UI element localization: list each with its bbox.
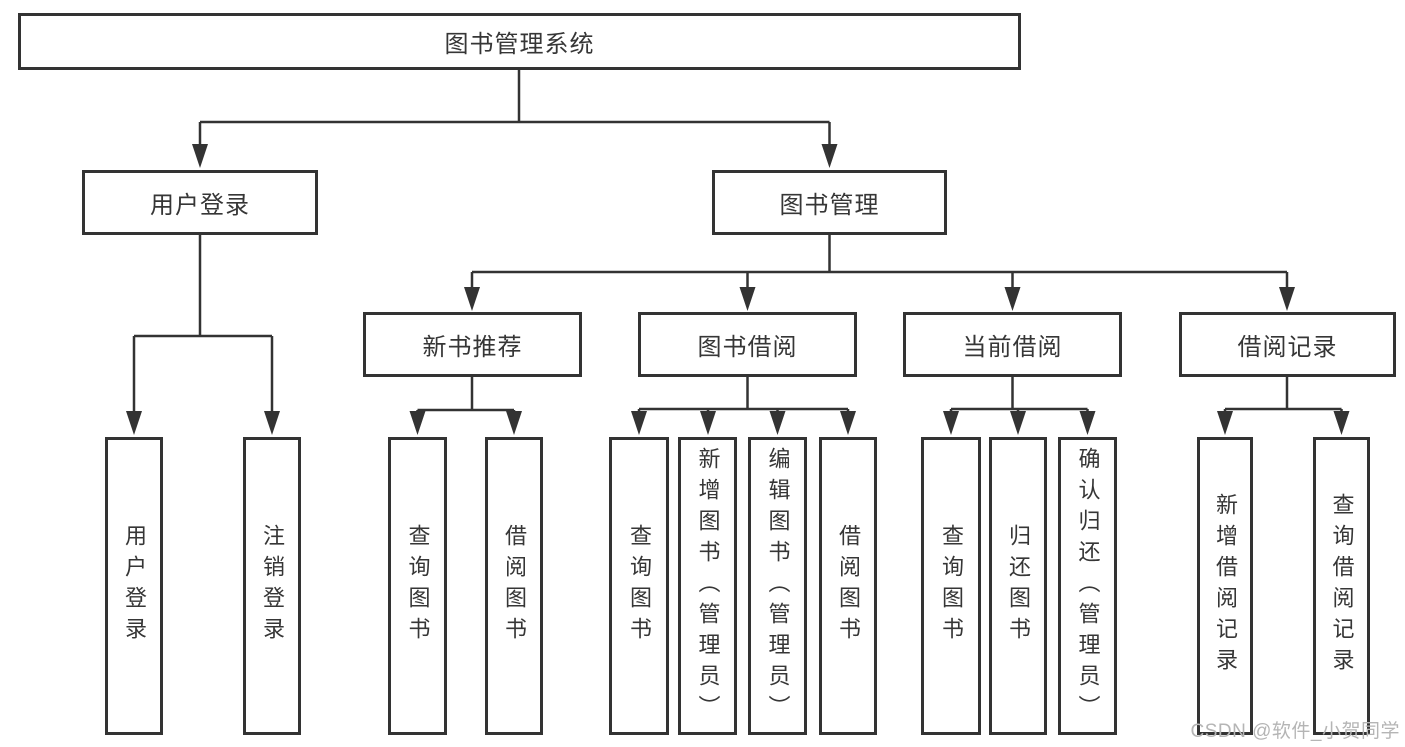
leaf-label: 查询图书 [405, 524, 431, 648]
leaf-return-books: 归还图书 [989, 437, 1047, 735]
node-new-book-recommend: 新书推荐 [363, 312, 582, 377]
connector-root [198, 70, 831, 150]
leaf-label: 新增借阅记录 [1213, 493, 1238, 679]
node-user-login: 用户登录 [82, 170, 318, 235]
node-library-management-system: 图书管理系统 [18, 13, 1021, 70]
arrow-down-icon [126, 411, 142, 435]
arrow-down-icon [943, 411, 959, 435]
arrowheads [126, 144, 1350, 435]
leaf-add-books-admin: 新增图书（管理员） [678, 437, 737, 735]
arrow-down-icon [409, 411, 426, 435]
leaf-query-books-borrow: 查询图书 [609, 437, 669, 735]
arrow-down-icon [840, 411, 856, 435]
node-label: 图书管理 [779, 192, 880, 219]
node-borrow-records: 借阅记录 [1179, 312, 1396, 377]
leaf-borrow-books: 借阅图书 [819, 437, 877, 735]
connector-user-login [132, 235, 274, 416]
arrow-down-icon [631, 411, 647, 435]
arrow-down-icon [1079, 411, 1096, 435]
leaf-borrow-books-recommend: 借阅图书 [485, 437, 543, 735]
leaf-confirm-return-admin: 确认归还（管理员） [1058, 437, 1117, 735]
leaf-label: 归还图书 [1006, 524, 1031, 648]
node-label: 图书管理系统 [444, 31, 595, 58]
node-current-borrow: 当前借阅 [903, 312, 1122, 377]
connector-book-borrow [637, 377, 850, 416]
arrow-down-icon [506, 411, 522, 435]
leaf-logout: 注销登录 [243, 437, 301, 735]
leaf-edit-books-admin: 编辑图书（管理员） [748, 437, 807, 735]
node-label: 当前借阅 [962, 334, 1063, 361]
arrow-down-icon [739, 287, 756, 311]
node-label: 用户登录 [150, 192, 250, 219]
leaf-label: 借阅图书 [836, 524, 861, 648]
arrow-down-icon [1333, 411, 1350, 435]
arrow-down-icon [464, 287, 480, 311]
leaf-label: 查询图书 [627, 524, 652, 648]
leaf-label: 注销登录 [260, 524, 285, 648]
leaf-query-books-current: 查询图书 [921, 437, 981, 735]
leaf-user-login: 用户登录 [105, 437, 163, 735]
connector-borrow-records [1223, 377, 1343, 416]
leaf-label: 用户登录 [122, 524, 147, 648]
arrow-down-icon [1004, 287, 1021, 311]
node-book-management: 图书管理 [712, 170, 947, 235]
arrow-down-icon [1279, 287, 1295, 311]
leaf-query-books-recommend: 查询图书 [388, 437, 447, 735]
csdn-watermark: CSDN @软件_小贺同学 [1190, 721, 1400, 742]
node-label: 图书借阅 [697, 334, 798, 361]
leaf-label: 确认归还（管理员） [1075, 446, 1101, 726]
leaf-label: 新增图书（管理员） [695, 446, 721, 726]
arrow-down-icon [192, 144, 208, 168]
arrow-down-icon [1217, 411, 1233, 435]
leaf-label: 编辑图书（管理员） [765, 446, 791, 726]
connector-book-management [470, 235, 1289, 293]
arrow-down-icon [769, 411, 786, 435]
arrow-down-icon [821, 144, 838, 168]
node-label: 新书推荐 [422, 334, 523, 361]
leaf-query-borrow-record: 查询借阅记录 [1313, 437, 1370, 735]
arrow-down-icon [264, 411, 280, 435]
leaf-add-borrow-record: 新增借阅记录 [1197, 437, 1253, 735]
leaf-label: 借阅图书 [502, 524, 527, 648]
node-book-borrow: 图书借阅 [638, 312, 857, 377]
leaf-label: 查询图书 [939, 524, 964, 648]
node-label: 借阅记录 [1237, 334, 1338, 361]
leaf-label: 查询借阅记录 [1329, 493, 1355, 679]
arrow-down-icon [700, 411, 716, 435]
connector-new-book-recommend [416, 377, 516, 416]
arrow-down-icon [1010, 411, 1026, 435]
connector-current-borrow [949, 377, 1089, 416]
